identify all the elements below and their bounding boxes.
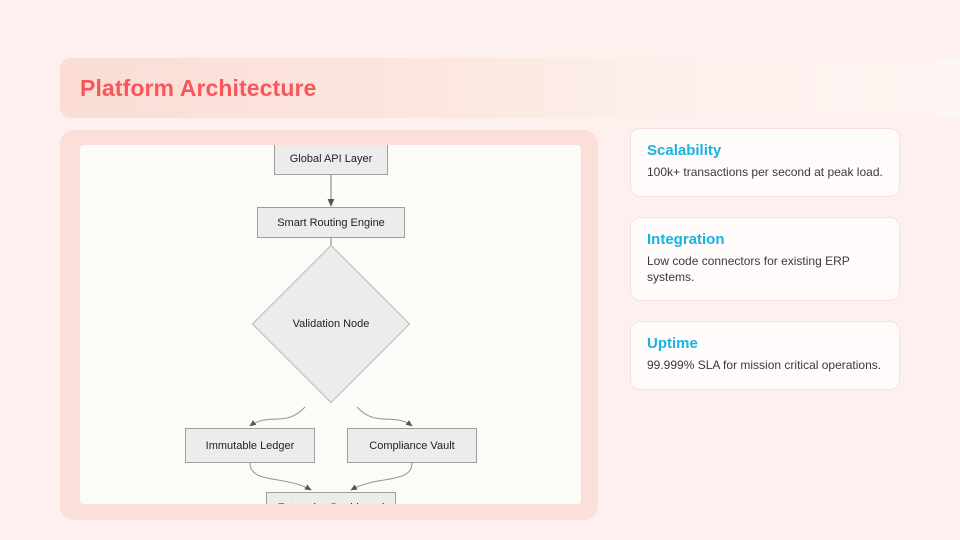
- card-title: Scalability: [647, 142, 722, 159]
- node-enterprise-dashboard[interactable]: Enterprise Dashboard: [266, 492, 396, 504]
- node-compliance-vault[interactable]: Compliance Vault: [347, 428, 477, 463]
- card-title: Uptime: [647, 335, 698, 353]
- info-card-uptime[interactable]: Uptime 99.999% SLA for mission critical …: [630, 321, 900, 391]
- edge-validation-to-ledger: [249, 406, 306, 427]
- info-card-scalability[interactable]: Scalability 100k+ transactions per secon…: [630, 128, 900, 197]
- node-smart-routing-engine[interactable]: Smart Routing Engine: [257, 207, 405, 238]
- node-immutable-ledger[interactable]: Immutable Ledger: [185, 428, 315, 463]
- node-label: Smart Routing Engine: [277, 216, 385, 229]
- edge-ledger-to-dashboard: [249, 462, 312, 491]
- node-global-api-layer[interactable]: Global API Layer: [274, 145, 388, 175]
- card-body: Low code connectors for existing ERP sys…: [647, 253, 850, 284]
- node-validation-node[interactable]: Validation Node: [251, 244, 411, 404]
- header-banner: Platform Architecture: [60, 58, 960, 118]
- diagram-container: Global API Layer Smart Routing Engine Va…: [60, 130, 598, 520]
- info-card-integration[interactable]: Integration Low code connectors for exis…: [630, 216, 900, 302]
- edge-vault-to-dashboard: [350, 462, 413, 491]
- node-label: Global API Layer: [289, 153, 373, 165]
- diagram-panel: Global API Layer Smart Routing Engine Va…: [80, 145, 581, 504]
- diagram-edges: [249, 175, 413, 491]
- node-label: Compliance Vault: [369, 439, 455, 452]
- page-title: Platform Architecture: [80, 74, 317, 101]
- node-label: Immutable Ledger: [205, 439, 295, 452]
- edge-validation-to-vault: [356, 406, 413, 427]
- card-body: 99.999% SLA for mission critical operati…: [647, 358, 882, 373]
- info-cards-column: Scalability 100k+ transactions per secon…: [630, 128, 900, 410]
- node-label: Validation Node: [292, 318, 370, 330]
- card-title: Integration: [647, 230, 725, 248]
- card-body: 100k+ transactions per second at peak lo…: [647, 165, 883, 179]
- node-label: Enterprise Dashboard: [277, 502, 384, 504]
